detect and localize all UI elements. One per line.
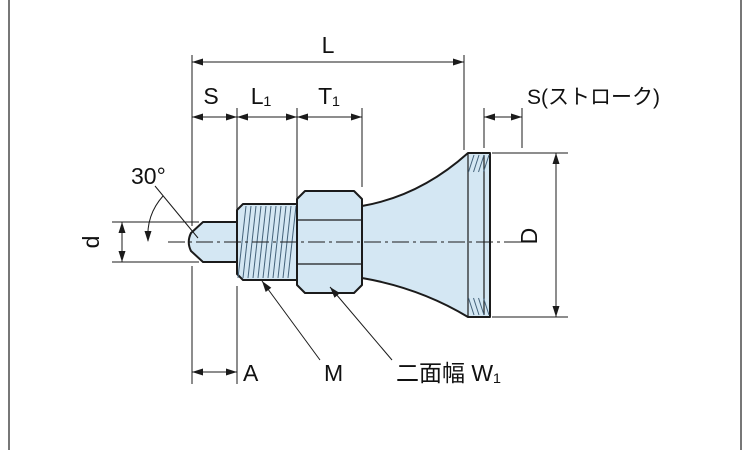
dimension-A: A [192,286,259,386]
dimension-d: d [78,221,199,263]
label-dim-M: M [324,360,343,386]
label-dim-W1: 二面幅 W₁ [396,360,501,386]
leader-M: M [261,280,343,386]
dimension-D: D [492,152,568,318]
dimension-L: L [191,32,465,384]
angle-annotation-30: 30° [131,163,199,242]
label-angle-30: 30° [131,163,166,189]
part-knob [361,152,491,318]
label-dim-stroke: S(ストローク) [527,86,660,109]
label-dim-L1: L₁ [251,83,272,109]
label-dim-d: d [78,236,104,249]
label-dim-T1: T₁ [318,83,340,109]
leader-W1: 二面幅 W₁ [329,286,501,386]
dimension-stroke: S(ストローク) [483,86,660,148]
label-dim-S: S [203,83,218,109]
knurling-marks [468,154,490,316]
dimension-chain-S-L1-T1: S L₁ T₁ [192,83,363,218]
label-dim-L: L [322,32,335,58]
label-dim-A: A [243,360,259,386]
label-dim-D: D [516,228,542,245]
plunger-part [187,152,491,318]
